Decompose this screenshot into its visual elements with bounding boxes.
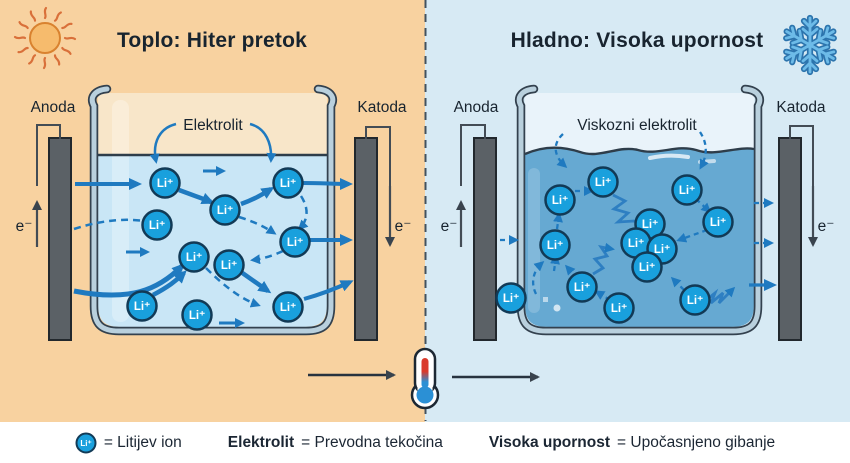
electron-flow-arrows <box>32 186 818 247</box>
svg-text:Li⁺: Li⁺ <box>189 310 205 322</box>
svg-text:Li⁺: Li⁺ <box>710 217 726 229</box>
legend-item-electrolyte: Elektrolit = Prevodna tekočina <box>228 434 443 452</box>
legend-electrolyte-desc: = Prevodna tekočina <box>301 433 443 451</box>
svg-text:Li⁺: Li⁺ <box>287 237 303 249</box>
svg-text:Li⁺: Li⁺ <box>186 252 202 264</box>
svg-text:Li⁺: Li⁺ <box>280 302 296 314</box>
svg-text:Li⁺: Li⁺ <box>80 439 91 448</box>
electrolyte-label: Elektrolit <box>183 117 243 134</box>
svg-text:Li⁺: Li⁺ <box>157 178 173 190</box>
right-cathode-electron-label: e⁻ <box>817 218 835 235</box>
li-ion-marker: Li⁺ <box>272 291 304 323</box>
left-ion-layer: Li⁺ Li⁺ Li⁺ Li⁺ Li⁺ Li⁺ Li⁺ Li⁺ Li⁺ Li⁺ <box>126 167 311 331</box>
viscous-electrolyte-label: Viskozni elektrolit <box>577 117 697 134</box>
slow-flow-dashed-arrows <box>500 131 774 301</box>
left-cathode-electron-label: e⁻ <box>394 218 412 235</box>
li-ion-marker: Li⁺ <box>544 184 576 216</box>
li-ion-marker: Li⁺ <box>495 282 527 314</box>
li-ion-marker: Li⁺ <box>587 166 619 198</box>
cold-title: Hladno: Visoka upornost <box>510 29 764 52</box>
left-cathode-bar <box>354 137 378 341</box>
li-ion-marker: Li⁺ <box>209 194 241 226</box>
right-anode-label: Anoda <box>453 99 499 116</box>
li-ion-marker: Li⁺ <box>178 241 210 273</box>
svg-text:Li⁺: Li⁺ <box>687 295 703 307</box>
legend-electrolyte-term: Elektrolit <box>227 433 295 451</box>
svg-text:Li⁺: Li⁺ <box>149 220 165 232</box>
svg-text:Li⁺: Li⁺ <box>552 195 568 207</box>
li-ion-marker: Li⁺ <box>213 249 245 281</box>
li-ion-marker: Li⁺ <box>279 226 311 258</box>
resistance-zigzags <box>592 193 736 305</box>
thermometer-icon <box>410 347 440 410</box>
svg-text:Li⁺: Li⁺ <box>547 240 563 252</box>
svg-text:Li⁺: Li⁺ <box>639 262 655 274</box>
circuit-wires <box>36 124 814 186</box>
li-ion-marker: Li⁺ <box>603 292 635 324</box>
svg-text:Li⁺: Li⁺ <box>503 293 519 305</box>
li-ion-marker: Li⁺ <box>702 206 734 238</box>
left-anode-label: Anoda <box>30 99 76 116</box>
li-ion-marker: Li⁺ <box>566 271 598 303</box>
li-ion-marker: Li⁺ <box>671 174 703 206</box>
left-cathode-label: Katoda <box>357 99 407 116</box>
legend-li-desc: = Litijev ion <box>103 433 182 451</box>
right-anode-bar <box>473 137 497 341</box>
svg-text:Li⁺: Li⁺ <box>628 238 644 250</box>
li-ion-marker: Li⁺ <box>181 299 213 331</box>
svg-text:Li⁺: Li⁺ <box>595 177 611 189</box>
right-anode-electron-label: e⁻ <box>440 218 458 235</box>
left-anode-bar <box>48 137 72 341</box>
li-ion-marker: Li⁺ <box>149 167 181 199</box>
li-ion-marker: Li⁺ <box>679 284 711 316</box>
warm-title: Toplo: Hiter pretok <box>116 29 308 52</box>
legend-resistance-desc: = Upočasnjeno gibanje <box>617 433 776 451</box>
legend-item-resistance: Visoka upornost = Upočasnjeno gibanje <box>489 434 775 452</box>
svg-text:Li⁺: Li⁺ <box>574 282 590 294</box>
legend-resistance-term: Visoka upornost <box>488 433 611 451</box>
svg-text:Li⁺: Li⁺ <box>679 185 695 197</box>
li-ion-marker: Li⁺ <box>126 290 158 322</box>
li-ion-marker: Li⁺ <box>141 209 173 241</box>
li-ion-icon: Li⁺ <box>75 432 97 453</box>
right-cathode-bar <box>778 137 802 341</box>
svg-text:Li⁺: Li⁺ <box>642 219 658 231</box>
svg-text:Li⁺: Li⁺ <box>654 244 670 256</box>
right-ion-layer: Li⁺ Li⁺ Li⁺ Li⁺ Li⁺ Li⁺ Li⁺ Li⁺ Li⁺ Li⁺ Li⁺ Li⁺ Li⁺ <box>495 166 734 324</box>
li-ion-marker: Li⁺ <box>631 251 663 283</box>
left-anode-electron-label: e⁻ <box>15 218 33 235</box>
svg-text:Li⁺: Li⁺ <box>280 178 296 190</box>
svg-text:Li⁺: Li⁺ <box>611 303 627 315</box>
sun-icon <box>13 6 77 70</box>
svg-text:Li⁺: Li⁺ <box>221 260 237 272</box>
legend-item-li-ion: Li⁺ = Litijev ion <box>75 432 182 454</box>
snowflake-icon <box>783 18 837 72</box>
li-ion-marker: Li⁺ <box>539 229 571 261</box>
legend-bar: Li⁺ = Litijev ion Elektrolit = Prevodna … <box>0 422 850 463</box>
fast-flow-dashed-arrows <box>73 195 309 308</box>
li-ion-marker: Li⁺ <box>272 167 304 199</box>
svg-text:Li⁺: Li⁺ <box>134 301 150 313</box>
svg-text:Li⁺: Li⁺ <box>217 205 233 217</box>
temperature-axis-arrows <box>308 370 540 382</box>
right-cathode-label: Katoda <box>776 99 826 116</box>
